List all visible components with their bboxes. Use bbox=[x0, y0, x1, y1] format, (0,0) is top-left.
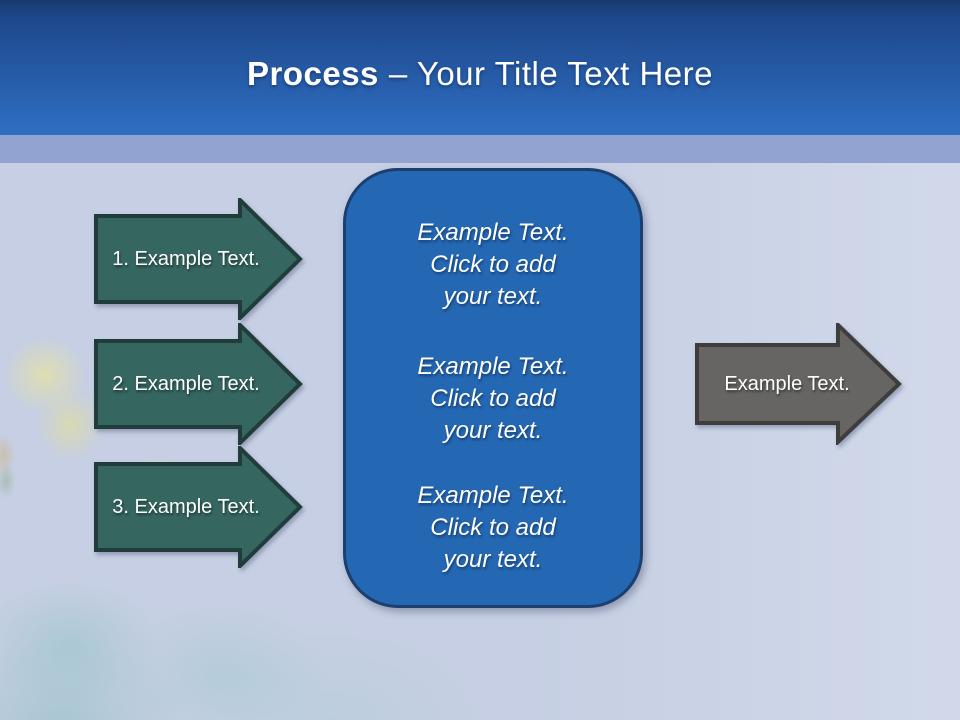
slide-title-text: – Your Title Text Here bbox=[388, 55, 714, 92]
slide-title-keyword: Process bbox=[246, 55, 379, 92]
right-arrow-icon bbox=[94, 323, 303, 445]
header-band bbox=[0, 0, 960, 135]
placeholder-text-block[interactable]: Example Text. Click to add your text. bbox=[417, 353, 569, 444]
accent-band bbox=[0, 135, 960, 163]
arrow-label: 2. Example Text. bbox=[112, 372, 260, 395]
arrow-label: 1. Example Text. bbox=[112, 247, 260, 270]
arrow-label: 3. Example Text. bbox=[112, 495, 260, 518]
arrow-label: Example Text. bbox=[724, 372, 850, 395]
slide-title[interactable]: Process– Your Title Text Here bbox=[0, 52, 960, 96]
process-arrow-3[interactable]: 3. Example Text. bbox=[94, 446, 304, 568]
right-arrow-icon bbox=[695, 323, 902, 445]
content-placeholder-box[interactable]: Example Text. Click to add your text. Ex… bbox=[343, 168, 643, 608]
process-arrow-2[interactable]: 2. Example Text. bbox=[94, 323, 304, 445]
result-arrow[interactable]: Example Text. bbox=[695, 323, 905, 445]
placeholder-text-block[interactable]: Example Text. Click to add your text. bbox=[417, 219, 569, 310]
process-arrow-1[interactable]: 1. Example Text. bbox=[94, 198, 304, 320]
right-arrow-icon bbox=[94, 446, 303, 568]
right-arrow-icon bbox=[94, 198, 303, 320]
placeholder-text-block[interactable]: Example Text. Click to add your text. bbox=[417, 482, 569, 573]
